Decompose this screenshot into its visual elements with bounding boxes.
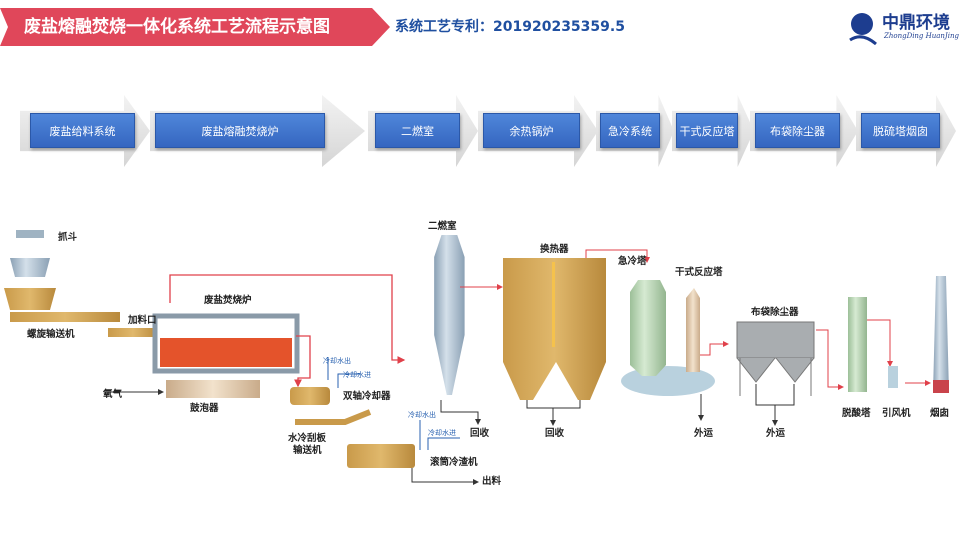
label-quench-tower: 急冷塔: [618, 255, 647, 267]
bag-filter-icon: [736, 321, 815, 396]
label-ship-1: 外运: [693, 427, 714, 439]
label-deacid-tower: 脱酸塔: [842, 407, 871, 419]
label-grab: 抓斗: [58, 231, 78, 243]
step-bag-filter: 布袋除尘器: [755, 113, 840, 148]
dry-reactor-icon: [686, 288, 700, 372]
deacid-tower-icon: [848, 297, 867, 392]
label-out-material: 出料: [482, 475, 502, 487]
patent-number: 系统工艺专利：201920235359.5: [395, 19, 625, 35]
quench-tank-icon: [621, 366, 715, 396]
label-scraper: 水冷刮板: [288, 432, 327, 444]
label-chimney: 烟囱: [930, 407, 949, 419]
dual-cooler-icon: [290, 387, 330, 405]
label-fan: 引风机: [882, 407, 911, 419]
step-waste-heat-boiler: 余热锅炉: [483, 113, 580, 148]
label-oxygen: 氧气: [102, 388, 123, 400]
label-water-out-2: 冷却水出: [408, 410, 436, 419]
label-secondary-chamber: 二燃室: [428, 220, 457, 232]
label-water-out: 冷却水出: [323, 356, 351, 365]
screw-conveyor-icon: [10, 312, 120, 322]
label-bubbler: 鼓泡器: [190, 402, 219, 414]
label-drum-cooler: 滚筒冷渣机: [430, 456, 478, 468]
label-heat-exchanger: 换热器: [540, 243, 569, 255]
label-water-in-2: 冷却水进: [428, 428, 456, 437]
step-feed-system: 废盐给料系统: [30, 113, 135, 148]
grab-icon: [10, 230, 50, 277]
step-dry-reactor: 干式反应塔: [676, 113, 738, 148]
step-furnace: 废盐熔融焚烧炉: [155, 113, 325, 148]
secondary-chamber-icon: [434, 235, 465, 395]
chimney-icon: [933, 276, 949, 393]
step-quench: 急冷系统: [600, 113, 660, 148]
step-desulfurization-chimney: 脱硫塔烟囱: [861, 113, 940, 148]
quench-tower-icon: [630, 280, 666, 376]
label-recover-1: 回收: [470, 427, 490, 439]
label-ship-2: 外运: [765, 427, 786, 439]
bubbler-icon: [166, 380, 260, 398]
logo-subtitle: ZhongDing HuanJing: [884, 32, 959, 40]
fan-icon: [888, 366, 898, 388]
label-water-in: 冷却水进: [343, 370, 371, 379]
label-screw-conveyor: 螺旋输送机: [27, 328, 75, 340]
label-bag-filter: 布袋除尘器: [750, 306, 799, 318]
hopper-icon: [4, 288, 56, 310]
label-dual-cooler: 双轴冷却器: [342, 390, 391, 402]
label-dry-reactor: 干式反应塔: [675, 266, 723, 278]
label-feed-port: 加料口: [127, 314, 157, 326]
logo-icon: [849, 13, 877, 46]
label-scraper-2: 输送机: [293, 444, 322, 456]
drum-cooler-icon: [347, 444, 415, 468]
title-banner: 废盐熔融焚烧一体化系统工艺流程示意图: [0, 8, 390, 46]
logo-name: 中鼎环境: [882, 13, 950, 33]
label-furnace: 废盐焚烧炉: [204, 294, 252, 306]
step-secondary-chamber: 二燃室: [375, 113, 460, 148]
label-recover-2: 回收: [545, 427, 565, 439]
scraper-conveyor-icon: [295, 409, 372, 425]
